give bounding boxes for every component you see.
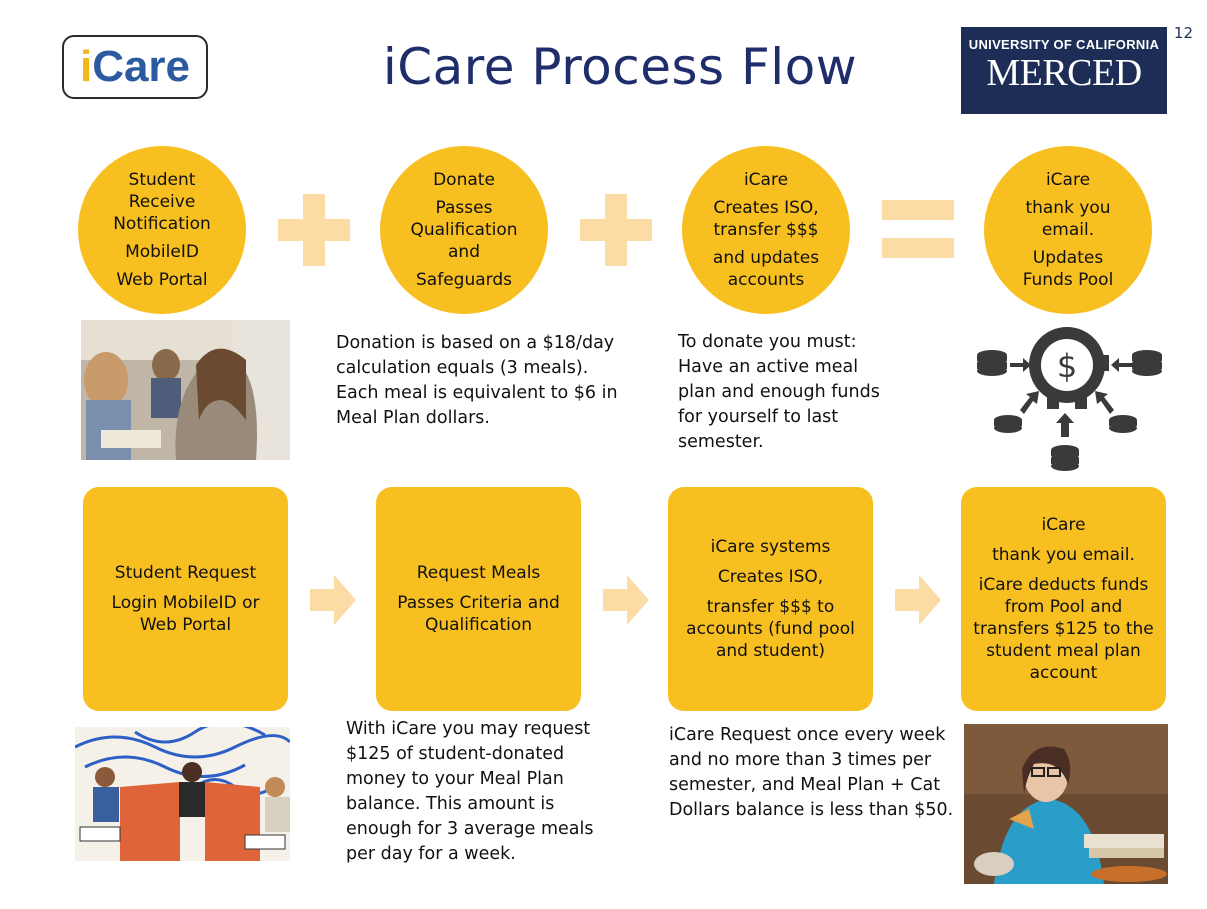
request-limits-note: iCare Request once every week and no mor…: [669, 725, 954, 820]
uc-merced-logo: UNIVERSITY OF CALIFORNIA MERCED: [961, 27, 1167, 114]
arrow-right-icon: [895, 575, 941, 625]
request-step-4: iCare thank you email. iCare deducts fun…: [961, 487, 1166, 711]
page-title: iCare Process Flow: [382, 38, 858, 96]
equals-icon: [882, 200, 954, 260]
arrow-right-icon: [310, 575, 356, 625]
plus-icon: [580, 194, 652, 266]
request-step-1: Student Request Login MobileID or Web Po…: [83, 487, 288, 711]
student-phone-photo: [81, 320, 290, 460]
request-step-3: iCare systems Creates ISO, transfer $$$ …: [668, 487, 873, 711]
donation-note: Donation is based on a $18/day calculati…: [336, 333, 618, 428]
donate-step-4: iCare thank you email. Updates Funds Poo…: [984, 146, 1152, 314]
student-eating-photo: [964, 724, 1168, 884]
slide-number: 12: [1173, 24, 1193, 42]
donate-step-2: Donate Passes Qualification and Safeguar…: [380, 146, 548, 314]
request-info-note: With iCare you may request $125 of stude…: [346, 719, 594, 864]
arrow-right-icon: [603, 575, 649, 625]
classroom-illustration: [75, 727, 290, 861]
money-pool-icon: $: [975, 325, 1170, 473]
request-step-2: Request Meals Passes Criteria and Qualif…: [376, 487, 581, 711]
donation-requirements-note: To donate you must: Have an active meal …: [678, 332, 880, 452]
donate-step-1: Student Receive Notification MobileID We…: [78, 146, 246, 314]
plus-icon: [278, 194, 350, 266]
donate-step-3: iCare Creates ISO, transfer $$$ and upda…: [682, 146, 850, 314]
svg-text:$: $: [1057, 347, 1077, 385]
